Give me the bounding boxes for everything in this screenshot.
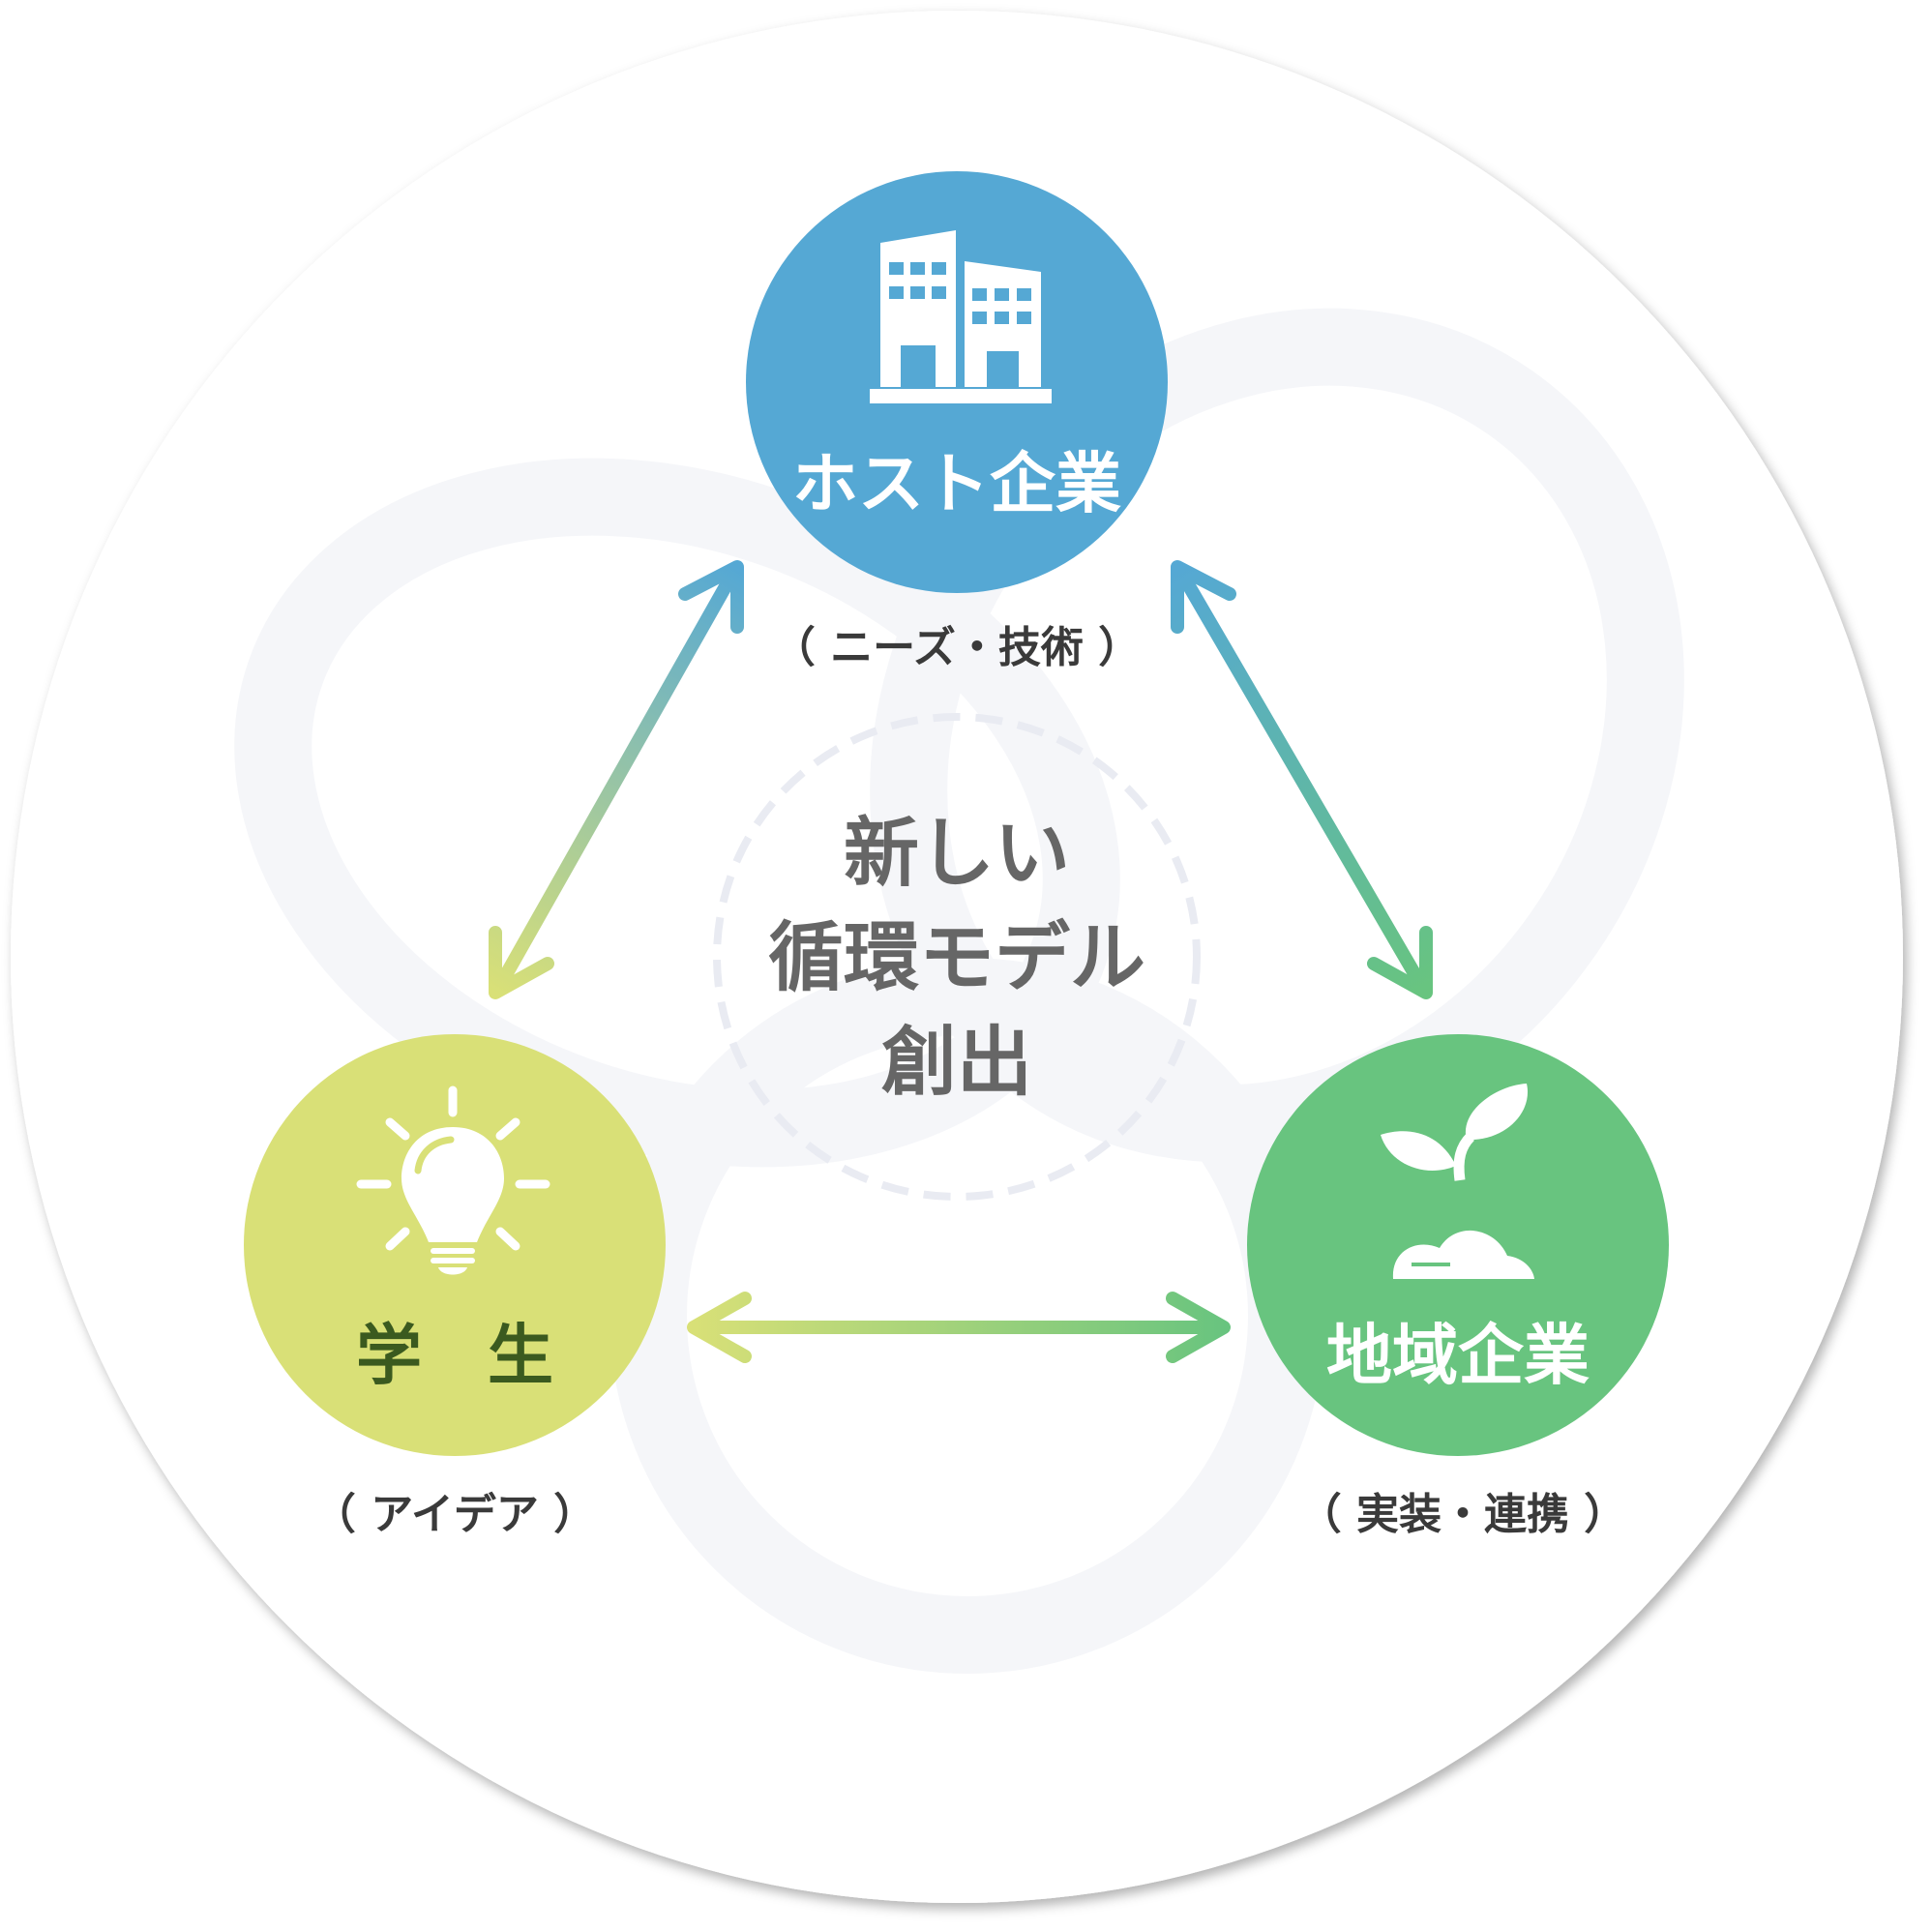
node-student: 学 生 [244, 1034, 666, 1456]
host-company-caption: （ ニーズ・技術 ） [773, 623, 1141, 672]
arrow-host-student [489, 560, 744, 999]
center-text-line2: 循環モデル [768, 914, 1145, 1001]
building-icon [870, 230, 1052, 403]
center-text-line3: 創出 [881, 1019, 1032, 1106]
arrow-student-local [687, 1292, 1231, 1363]
host-company-label: ホスト企業 [792, 447, 1121, 523]
student-caption: （ アイデア ） [313, 1490, 596, 1539]
node-local-company: 地域企業 [1247, 1034, 1669, 1456]
sprout-icon [1381, 1084, 1534, 1279]
student-label: 学 生 [356, 1319, 553, 1395]
local-company-caption: （ 実装・連携 ） [1299, 1490, 1627, 1539]
center-dashed-circle [713, 713, 1201, 1201]
lightbulb-icon [356, 1085, 550, 1275]
center-text-line1: 新しい [844, 810, 1070, 897]
arrow-host-local [1171, 560, 1433, 999]
local-company-label: 地域企業 [1326, 1319, 1590, 1395]
node-host-company: ホスト企業 [746, 171, 1168, 593]
